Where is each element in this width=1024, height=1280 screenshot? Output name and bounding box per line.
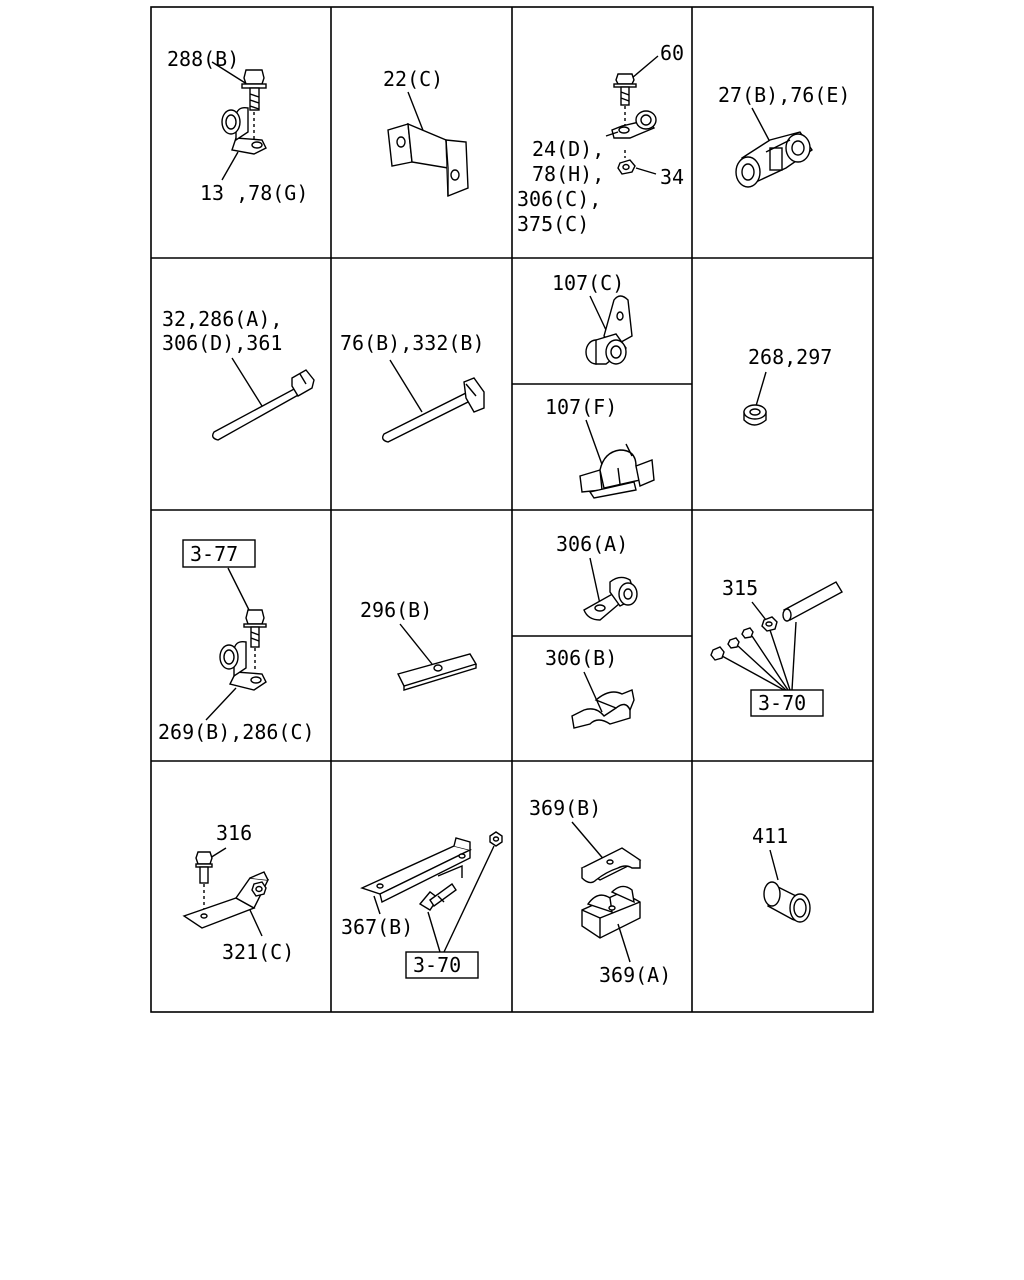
- clamp-369b-part: [580, 847, 642, 884]
- label-76b-332b: 76(B),332(B): [340, 331, 485, 355]
- label-315: 315: [722, 576, 758, 600]
- clamp-369a-part: [581, 885, 641, 939]
- bolt-part: [241, 69, 267, 140]
- nut-315-part: [761, 616, 778, 632]
- ref-3-70-c12: 3-70: [758, 691, 806, 715]
- cell-bracket-22c: 22(C): [383, 67, 469, 198]
- cell-sleeve-411: 411: [752, 824, 811, 923]
- clamp-part: [221, 107, 267, 155]
- label-411: 411: [752, 824, 788, 848]
- label-369a: 369(A): [599, 963, 671, 987]
- label-107f: 107(F): [545, 395, 617, 419]
- label-78h: 78(H),: [532, 162, 604, 186]
- clamp-24d-part: [611, 110, 657, 139]
- bracket-367b-part: [360, 837, 473, 904]
- cell-clamp-306a: 306(A): [556, 532, 638, 621]
- label-22c: 22(C): [383, 67, 443, 91]
- bolt-367-part: [418, 883, 457, 911]
- label-296b: 296(B): [360, 598, 432, 622]
- label-269b-286c: 269(B),286(C): [158, 720, 315, 744]
- label-306a: 306(A): [556, 532, 628, 556]
- bolt-60-part: [613, 73, 637, 125]
- label-268-297: 268,297: [748, 345, 832, 369]
- cell-double-clip: 27(B),76(E): [718, 83, 850, 188]
- grid-lines: [150, 6, 874, 1013]
- ref-box-3-70-c12: [750, 689, 824, 717]
- label-34: 34: [660, 165, 684, 189]
- label-316: 316: [216, 821, 252, 845]
- label-27b-76e: 27(B),76(E): [718, 83, 850, 107]
- cell-clamp-107c: 107(C): [552, 271, 633, 365]
- nut-34-part: [617, 150, 636, 175]
- cell-bolt-clamp-nut: 60 34 24(D), 78(H), 306(C), 375(C): [517, 41, 684, 236]
- label-375c: 375(C): [517, 212, 589, 236]
- label-60: 60: [660, 41, 684, 65]
- label-32-286a: 32,286(A),: [162, 307, 282, 331]
- tube-part: [782, 581, 843, 622]
- label-306d-361: 306(D),361: [162, 331, 282, 355]
- cell-saddle-306b: 306(B): [545, 646, 635, 729]
- bolt-316-part: [195, 851, 213, 912]
- label-367b: 367(B): [341, 915, 413, 939]
- bolt-part-c9: [243, 609, 267, 672]
- label-13-78g: 13 ,78(G): [200, 181, 308, 205]
- bracket-321c-part: [182, 871, 270, 929]
- cell-clamp-369: 369(B) 369(A): [529, 796, 671, 987]
- cell-tube-nuts: 315 3-70: [710, 576, 843, 717]
- cell-cable-tie-32: 32,286(A), 306(D),361: [162, 307, 315, 441]
- nut-367-part: [489, 831, 503, 847]
- label-321c: 321(C): [222, 940, 294, 964]
- cell-clamp-bolt: 288(B) 13 ,78(G): [167, 47, 308, 205]
- label-288b: 288(B): [167, 47, 239, 71]
- cell-bracket-367b: 367(B) 3-70: [341, 831, 503, 979]
- cell-cable-tie-76b: 76(B),332(B): [340, 331, 485, 443]
- label-369b: 369(B): [529, 796, 601, 820]
- ref-3-70-c14: 3-70: [413, 953, 461, 977]
- label-107c: 107(C): [552, 271, 624, 295]
- cell-clamp-bolt-3-77: 3-77 269(B),286(C): [158, 539, 315, 744]
- ref-3-77: 3-77: [190, 542, 238, 566]
- clamp-part-c9: [219, 641, 267, 691]
- cell-clip-107f: 107(F): [545, 395, 655, 499]
- small-nuts-part: [710, 627, 754, 661]
- cell-bracket-321c: 316 321(C): [182, 821, 294, 964]
- label-306b: 306(B): [545, 646, 617, 670]
- label-24d: 24(D),: [532, 137, 604, 161]
- cell-nut-268: 268,297: [743, 345, 832, 426]
- label-306c: 306(C),: [517, 187, 601, 211]
- ref-box-3-70-c14: [405, 951, 479, 979]
- ref-box-3-77: [182, 539, 256, 568]
- cell-plate-296b: 296(B): [360, 598, 478, 691]
